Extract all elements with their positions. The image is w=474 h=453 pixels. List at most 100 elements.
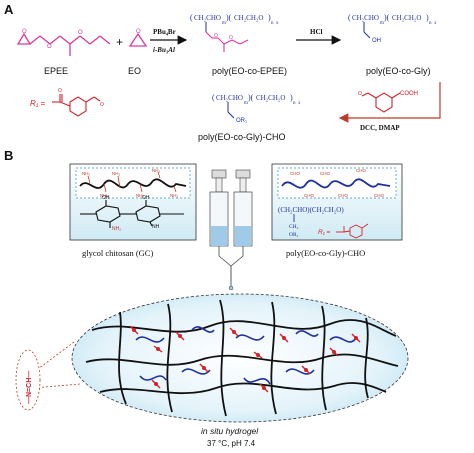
- or1-label-a: OR₁: [236, 118, 247, 124]
- gc-nh-ring: NH: [152, 224, 160, 230]
- reagent-dcc: DCC, DMAP: [360, 124, 400, 132]
- n-sub-2: n: [429, 21, 432, 26]
- m-sub-2: m: [380, 21, 384, 26]
- poly-eo-co-gly-cho-structure: ( CH₂CHO )( CH₂CH₂O ) m n x: [212, 93, 301, 119]
- svg-text:O: O: [229, 35, 233, 41]
- gc-oh1: OH: [102, 195, 110, 201]
- oh-label-a: OH: [372, 38, 381, 44]
- svg-text:NH₂: NH₂: [112, 171, 120, 176]
- formylbenzoic-acid: [361, 92, 401, 113]
- svg-text:CH₂CH₂O: CH₂CH₂O: [256, 94, 285, 102]
- pcho-cho-text: CHO CHO CHO CHO CHO CHO: [290, 168, 384, 198]
- m-sub-3: m: [244, 101, 248, 106]
- reagent-pbu4br: PBu₄Br: [153, 28, 176, 36]
- epee-o2: O: [47, 44, 52, 50]
- epee-o1: O: [22, 29, 27, 35]
- pcho-structure-b: (CH₂CHO)(CH₂CH₂O) CH₂ OR₁: [278, 206, 344, 238]
- svg-text:(CH₂CHO)(CH₂CH₂O): (CH₂CHO)(CH₂CH₂O): [278, 206, 344, 214]
- connector-left-2: [33, 383, 81, 389]
- connector-left: [33, 341, 75, 373]
- svg-text:CH₂CHO: CH₂CHO: [216, 94, 243, 102]
- svg-text:NH₂: NH₂: [170, 193, 178, 198]
- imine-callout: [15, 349, 41, 411]
- hydrogel-ellipse: [71, 293, 409, 423]
- x-sub-3: x: [298, 101, 301, 106]
- epee-o3: O: [78, 30, 83, 36]
- product-poly-eo-co-gly-cho: poly(EO-co-Gly)-CHO: [198, 132, 286, 142]
- svg-text:)(: )(: [248, 93, 254, 102]
- r1-structure-b: [336, 223, 369, 239]
- svg-text:NH₂: NH₂: [152, 168, 160, 173]
- eo-label: EO: [128, 66, 141, 76]
- svg-text:CH₂CH₂O: CH₂CH₂O: [234, 14, 263, 22]
- panel-b-letter: B: [4, 148, 13, 163]
- plus-sign: +: [116, 35, 123, 49]
- or1-label-b: OR₁: [289, 232, 299, 238]
- svg-text:CHO: CHO: [290, 171, 300, 176]
- pcho-chain-inset: [277, 167, 397, 199]
- svg-text:CH₂CH₂O: CH₂CH₂O: [392, 14, 421, 22]
- conditions-label: 37 °C, pH 7.4: [207, 439, 256, 448]
- eo-structure: [128, 32, 148, 47]
- svg-text:CH₂CHO: CH₂CHO: [352, 14, 379, 22]
- gc-nh2-groups: [87, 171, 177, 193]
- gc-label: glycol chitosan (GC): [82, 248, 153, 258]
- svg-text:)(: )(: [384, 13, 390, 22]
- gc-oh2: OH: [142, 195, 150, 201]
- svg-text:): ): [268, 13, 271, 22]
- svg-text:NH₂: NH₂: [100, 193, 108, 198]
- product-poly-eo-co-epee: poly(EO-co-EPEE): [212, 66, 287, 76]
- r1-o1-a: O: [58, 88, 62, 94]
- svg-text:)(: )(: [226, 13, 232, 22]
- pcho-label: poly(EO-co-Gly)-CHO: [286, 248, 365, 258]
- epee-label: EPEE: [44, 66, 68, 76]
- svg-text:(: (: [348, 13, 351, 22]
- gc-sugar-rings: [80, 200, 184, 228]
- gc-nh2-ring: NH₂: [112, 226, 121, 232]
- hydrogel-label: in situ hydrogel: [201, 426, 259, 436]
- n-sub-1: n: [271, 21, 274, 26]
- svg-text:CHO: CHO: [338, 193, 348, 198]
- svg-text:(: (: [190, 13, 193, 22]
- cho-o-a: O: [358, 91, 362, 97]
- pcho-chain: [281, 178, 391, 189]
- r1-label-a: R₁ =: [30, 99, 46, 108]
- epee-structure: [16, 32, 111, 56]
- reagent-ibu3al: i-Bu₃Al: [153, 46, 175, 54]
- hydrogel-crosslink-dots: [132, 328, 358, 390]
- x-sub-2: x: [434, 21, 437, 26]
- svg-text:): ): [290, 93, 293, 102]
- poly-eo-co-epee-structure: ( CH₂CHO )( CH₂CH₂O ) m n x O O: [190, 13, 279, 52]
- svg-text:CHO: CHO: [356, 168, 366, 173]
- svg-text:): ): [426, 13, 429, 22]
- gc-nh2-text: NH₂ NH₂ NH₂ NH₂ NH₂ NH₂: [82, 168, 178, 198]
- x-sub-1: x: [276, 21, 279, 26]
- eo-o: O: [136, 29, 141, 35]
- poly-eo-co-gly-structure: ( CH₂CHO )( CH₂CH₂O ) m n x: [348, 13, 437, 39]
- svg-text:CHO: CHO: [320, 171, 330, 176]
- reagent-hcl: HCl: [310, 28, 323, 36]
- hydrogel-network-black: [85, 299, 399, 417]
- panel-a-letter: A: [4, 2, 14, 17]
- svg-text:NH₂: NH₂: [82, 171, 90, 176]
- double-syringe: [209, 169, 253, 291]
- r1-label-b: R₁ =: [318, 229, 331, 236]
- svg-text:CH₂CHO: CH₂CHO: [194, 14, 221, 22]
- product-poly-eo-co-gly: poly(EO-co-Gly): [366, 66, 431, 76]
- r1-structure-a: [52, 94, 101, 117]
- hydrogel-network-blue: [135, 326, 357, 385]
- n-sub-3: n: [293, 101, 296, 106]
- gc-chain-inset: [75, 167, 191, 199]
- ch2-label-b: CH₂: [289, 224, 299, 230]
- svg-text:NH₂: NH₂: [136, 193, 144, 198]
- imine-label: —N=CH—: [26, 371, 33, 404]
- svg-text:CHO: CHO: [374, 193, 384, 198]
- svg-text:(: (: [212, 93, 215, 102]
- m-sub-1: m: [222, 21, 226, 26]
- r1-o2-a: O: [100, 102, 104, 108]
- svg-text:CHO: CHO: [304, 193, 314, 198]
- gc-chain: [79, 178, 187, 189]
- svg-text:O: O: [214, 33, 218, 39]
- arrow-dcc: [338, 82, 441, 123]
